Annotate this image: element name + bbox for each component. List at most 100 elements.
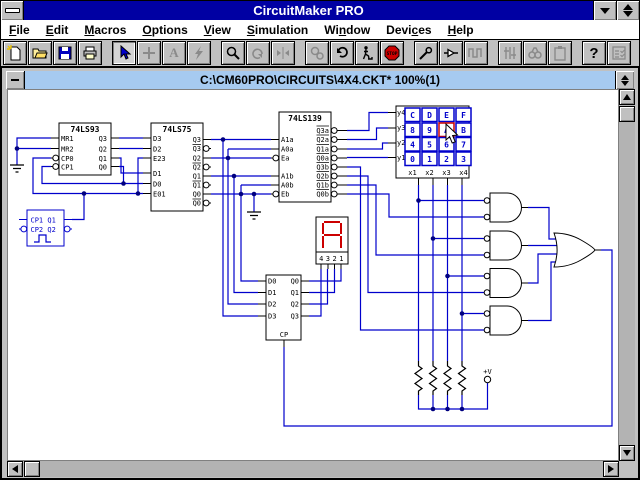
step-button[interactable]	[355, 41, 379, 65]
restore-button[interactable]	[616, 1, 639, 20]
key-2[interactable]: 2	[438, 151, 455, 167]
search-button[interactable]	[523, 41, 547, 65]
svg-text:4321: 4321	[319, 255, 346, 263]
svg-text:4: 4	[410, 141, 415, 150]
scope-probe-button[interactable]	[439, 41, 463, 65]
key-9[interactable]: 9	[421, 122, 438, 138]
schematic-canvas[interactable]: 74LS93 MR1 MR2 CP0 CP1 Q3 Q2 Q1 Q0 74LS7…	[7, 89, 619, 461]
wires[interactable]	[16, 111, 613, 427]
scroll-left-button[interactable]	[7, 461, 23, 477]
svg-text:CP1 Q1: CP1 Q1	[31, 217, 56, 225]
menu-simulation[interactable]: Simulation	[246, 22, 309, 37]
keypad[interactable]: y4 y3 y2 y1 C D E F 8 9 A B	[388, 105, 472, 185]
floppy-icon	[58, 46, 72, 60]
key-8[interactable]: 8	[404, 122, 421, 138]
menu-file[interactable]: File	[9, 22, 30, 37]
menu-options[interactable]: Options	[142, 22, 188, 37]
menu-edit[interactable]: Edit	[45, 22, 69, 37]
text-tool-button[interactable]: A	[162, 41, 186, 65]
svg-text:C: C	[410, 111, 415, 120]
reset-button[interactable]	[330, 41, 354, 65]
key-C[interactable]: C	[404, 107, 421, 123]
svg-text:y4: y4	[397, 109, 405, 117]
new-button[interactable]	[3, 41, 27, 65]
menu-view[interactable]: View	[203, 22, 231, 37]
system-menu-button[interactable]	[1, 1, 24, 20]
waveforms-button[interactable]	[464, 41, 488, 65]
open-folder-icon	[32, 48, 48, 59]
key-3[interactable]: 3	[455, 151, 472, 167]
menu-macros[interactable]: Macros	[84, 22, 127, 37]
scroll-up-button[interactable]	[619, 89, 635, 105]
pointer-tool-button[interactable]	[112, 41, 136, 65]
probe-tool-button[interactable]	[414, 41, 438, 65]
digital-analog-button[interactable]	[305, 41, 329, 65]
key-0[interactable]: 0	[404, 151, 421, 167]
key-D[interactable]: D	[421, 107, 438, 123]
save-button[interactable]	[53, 41, 77, 65]
rotate-button[interactable]	[246, 41, 270, 65]
vertical-scrollbar[interactable]	[619, 89, 635, 461]
and-gates[interactable]	[483, 192, 528, 336]
svg-text:Q2: Q2	[193, 164, 201, 172]
delete-tool-button[interactable]	[187, 41, 211, 65]
mirror-button[interactable]	[271, 41, 295, 65]
circuit-drawing[interactable]: 74LS93 MR1 MR2 CP0 CP1 Q3 Q2 Q1 Q0 74LS7…	[8, 90, 619, 461]
circuit-document-window: C:\CM60PRO\CIRCUITS\4X4.CKT* 100%(1)	[1, 67, 639, 479]
output-latch[interactable]: D0 D1 D2 D3 Q0 Q1 Q2 Q3 CP	[258, 274, 309, 347]
key-B[interactable]: B	[455, 122, 472, 138]
menu-devices[interactable]: Devices	[386, 22, 432, 37]
svg-text:Q2a: Q2a	[316, 136, 329, 144]
svg-text:7: 7	[461, 141, 466, 150]
key-7[interactable]: 7	[455, 136, 472, 152]
help-button[interactable]: ?	[582, 41, 606, 65]
key-1[interactable]: 1	[421, 151, 438, 167]
svg-text:D0: D0	[153, 181, 161, 189]
chip-74ls93[interactable]: 74LS93 MR1 MR2 CP0 CP1 Q3 Q2 Q1 Q0	[51, 122, 119, 176]
svg-text:+V: +V	[483, 368, 492, 376]
ground-symbol-left[interactable]	[10, 164, 24, 173]
pullup-resistors[interactable]	[413, 361, 467, 395]
document-system-button[interactable]	[6, 71, 25, 89]
document-restore-button[interactable]	[615, 71, 634, 89]
print-button[interactable]	[78, 41, 102, 65]
setup-button[interactable]	[607, 41, 631, 65]
lightning-icon	[195, 46, 203, 60]
key-4[interactable]: 4	[404, 136, 421, 152]
pulse-generator[interactable]: CP1 Q1 CP2 Q2	[19, 209, 72, 247]
wire-tool-button[interactable]	[137, 41, 161, 65]
chip-74ls75[interactable]: 74LS75 D3 D2 E23 D1 D0 E01 Q3 Q3 Q2 Q2 Q…	[143, 122, 211, 212]
scroll-down-button[interactable]	[619, 445, 635, 461]
device-edit-button[interactable]	[498, 41, 522, 65]
key-F[interactable]: F	[455, 107, 472, 123]
stop-button[interactable]: STOP	[380, 41, 404, 65]
seven-segment-display[interactable]: 4321	[315, 216, 349, 269]
vertical-scroll-thumb[interactable]	[619, 106, 635, 122]
key-5[interactable]: 5	[421, 136, 438, 152]
chip-74ls139[interactable]: 74LS139 A1a A0a Ea A1b A0b Eb Q3a Q2a Q1…	[271, 111, 347, 203]
horizontal-scrollbar[interactable]	[7, 461, 619, 477]
menu-help[interactable]: Help	[447, 22, 474, 37]
svg-text:1: 1	[427, 155, 432, 164]
binoculars-icon	[528, 47, 542, 59]
svg-text:5: 5	[427, 141, 432, 150]
scroll-left-icon	[12, 465, 18, 473]
document-titlebar[interactable]: C:\CM60PRO\CIRCUITS\4X4.CKT* 100%(1)	[6, 71, 634, 89]
clipboard-button[interactable]	[548, 41, 572, 65]
horizontal-scroll-thumb[interactable]	[24, 461, 40, 477]
menu-window[interactable]: Window	[324, 22, 371, 37]
svg-text:D1: D1	[153, 170, 161, 178]
key-E[interactable]: E	[438, 107, 455, 123]
doc-restore-down-icon	[621, 80, 629, 86]
svg-text:Q3b: Q3b	[316, 164, 329, 172]
scroll-right-button[interactable]	[603, 461, 619, 477]
or-gate[interactable]	[553, 232, 601, 268]
vplus-supply[interactable]: +V	[483, 368, 492, 384]
svg-text:D: D	[427, 111, 432, 120]
probe-icon	[419, 46, 433, 60]
ground-symbol-middle[interactable]	[247, 211, 261, 220]
open-button[interactable]	[28, 41, 52, 65]
svg-text:Q1: Q1	[99, 155, 107, 163]
minimize-button[interactable]	[593, 1, 616, 20]
zoom-tool-button[interactable]	[221, 41, 245, 65]
